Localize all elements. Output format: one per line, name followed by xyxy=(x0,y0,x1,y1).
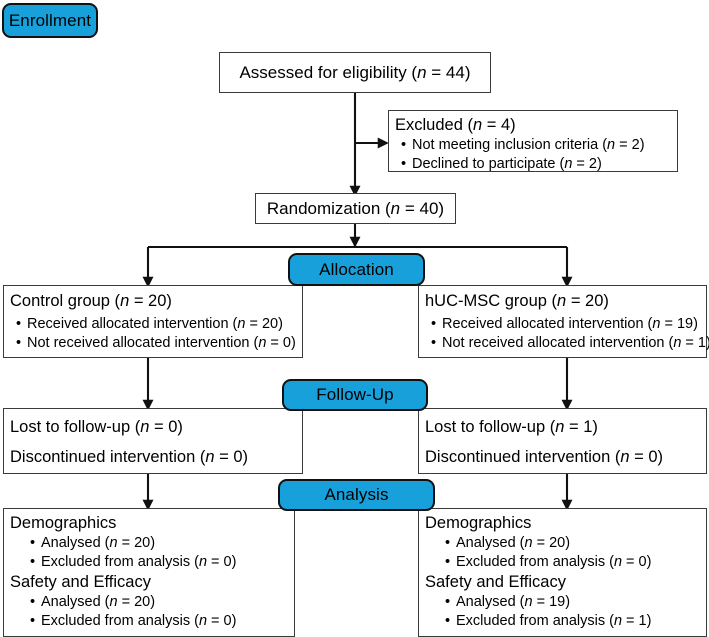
stage-badge-followup: Follow-Up xyxy=(282,379,428,411)
bullet-dot-icon: • xyxy=(30,613,36,629)
box-allocation-treatment: hUC-MSC group (n = 20) •Received allocat… xyxy=(418,285,709,358)
bullet-dot-icon: • xyxy=(401,137,407,153)
analysis-treatment-safety-title: Safety and Efficacy xyxy=(425,573,566,591)
allocation-treatment-title: hUC-MSC group (n = 20) xyxy=(425,292,609,310)
box-excluded: Excluded (n = 4) •Not meeting inclusion … xyxy=(388,110,678,172)
analysis-treatment-demographics-item-1: •Excluded from analysis (n = 0) xyxy=(445,554,652,570)
box-analysis-treatment: Demographics •Analysed (n = 20) •Exclude… xyxy=(418,508,707,637)
allocation-control-item-0: •Received allocated intervention (n = 20… xyxy=(16,316,283,332)
stage-badge-enrollment: Enrollment xyxy=(2,3,98,38)
box-assessed-for-eligibility: Assessed for eligibility (n = 44) xyxy=(219,52,491,93)
excluded-title: Excluded (n = 4) xyxy=(395,116,516,134)
bullet-dot-icon: • xyxy=(445,594,451,610)
followup-treatment-lost: Lost to follow-up (n = 1) xyxy=(425,418,598,436)
followup-control-lost: Lost to follow-up (n = 0) xyxy=(10,418,183,436)
assessed-for-eligibility-text: Assessed for eligibility (n = 44) xyxy=(239,62,471,82)
allocation-control-item-1: •Not received allocated intervention (n … xyxy=(16,335,296,351)
excluded-item-1: •Declined to participate (n = 2) xyxy=(401,156,602,172)
analysis-control-safety-title: Safety and Efficacy xyxy=(10,573,151,591)
box-randomization: Randomization (n = 40) xyxy=(255,193,456,224)
analysis-treatment-safety-item-0: •Analysed (n = 19) xyxy=(445,594,571,610)
stage-badge-analysis-label: Analysis xyxy=(324,485,389,504)
excluded-item-0: •Not meeting inclusion criteria (n = 2) xyxy=(401,137,645,153)
bullet-dot-icon: • xyxy=(431,335,437,351)
stage-badge-followup-label: Follow-Up xyxy=(316,385,394,404)
followup-control-discontinued: Discontinued intervention (n = 0) xyxy=(10,448,249,466)
bullet-dot-icon: • xyxy=(16,316,22,332)
analysis-treatment-demographics-title: Demographics xyxy=(425,514,532,532)
stage-badge-allocation: Allocation xyxy=(288,253,425,286)
followup-treatment-discontinued: Discontinued intervention (n = 0) xyxy=(425,448,664,466)
bullet-dot-icon: • xyxy=(30,535,36,551)
bullet-dot-icon: • xyxy=(401,156,407,172)
analysis-control-demographics-item-0: •Analysed (n = 20) xyxy=(30,535,156,551)
analysis-control-safety-item-1: •Excluded from analysis (n = 0) xyxy=(30,613,237,629)
bullet-dot-icon: • xyxy=(445,554,451,570)
bullet-dot-icon: • xyxy=(30,594,36,610)
bullet-dot-icon: • xyxy=(445,535,451,551)
bullet-dot-icon: • xyxy=(16,335,22,351)
stage-badge-allocation-label: Allocation xyxy=(319,259,394,279)
box-allocation-control: Control group (n = 20) •Received allocat… xyxy=(3,285,303,358)
analysis-treatment-demographics-item-0: •Analysed (n = 20) xyxy=(445,535,571,551)
stage-badge-analysis: Analysis xyxy=(278,479,435,511)
box-followup-treatment: Lost to follow-up (n = 1) Discontinued i… xyxy=(418,408,707,474)
bullet-dot-icon: • xyxy=(445,613,451,629)
bullet-dot-icon: • xyxy=(30,554,36,570)
stage-badge-enrollment-label: Enrollment xyxy=(8,10,92,30)
analysis-control-demographics-title: Demographics xyxy=(10,514,117,532)
bullet-dot-icon: • xyxy=(431,316,437,332)
allocation-treatment-item-0: •Received allocated intervention (n = 19… xyxy=(431,316,698,332)
box-analysis-control: Demographics •Analysed (n = 20) •Exclude… xyxy=(3,508,295,637)
randomization-text: Randomization (n = 40) xyxy=(266,198,445,218)
box-followup-control: Lost to follow-up (n = 0) Discontinued i… xyxy=(3,408,303,474)
analysis-treatment-safety-item-1: •Excluded from analysis (n = 1) xyxy=(445,613,652,629)
allocation-control-title: Control group (n = 20) xyxy=(10,292,172,310)
analysis-control-safety-item-0: •Analysed (n = 20) xyxy=(30,594,156,610)
allocation-treatment-item-1: •Not received allocated intervention (n … xyxy=(431,335,709,351)
analysis-control-demographics-item-1: •Excluded from analysis (n = 0) xyxy=(30,554,237,570)
